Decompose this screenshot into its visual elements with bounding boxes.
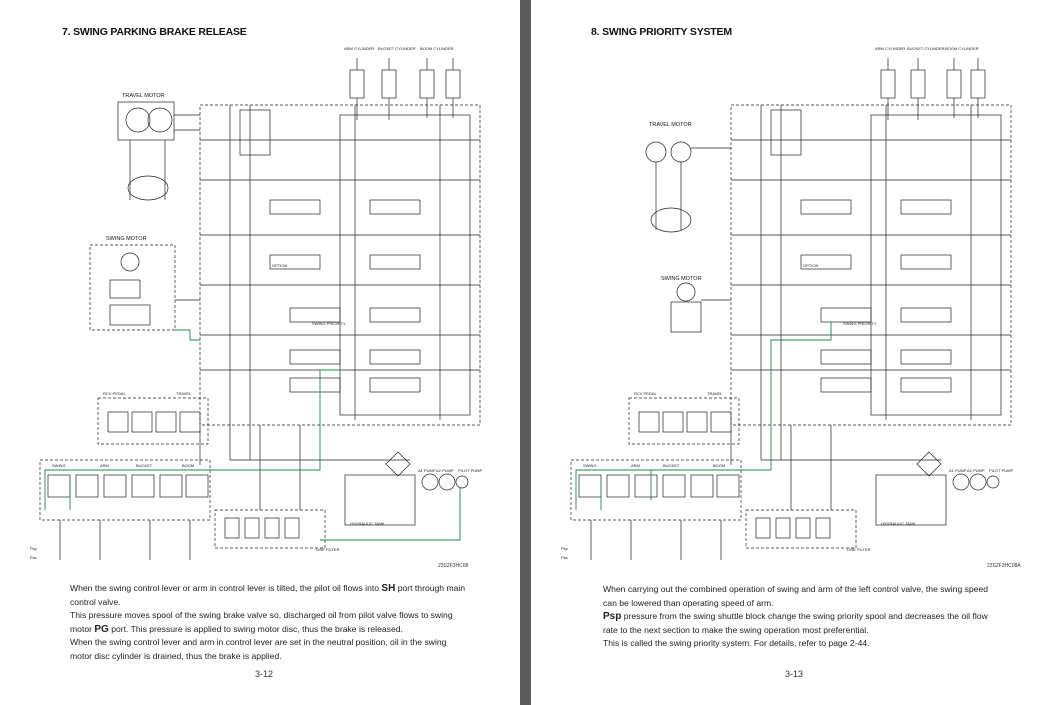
swing-priority-label: SWING PRIORITY <box>312 321 346 326</box>
pss-label: Pss <box>30 555 37 560</box>
page-number: 3-12 <box>255 669 274 679</box>
paragraph: This is called the swing priority system… <box>603 637 1003 651</box>
travel-motor-label: TRAVEL MOTOR <box>122 93 165 99</box>
hydraulic-circuit-diagram: TRAVEL MOTOR SWING MOTOR ARM CYLINDER BU… <box>561 46 1013 560</box>
pilot-pump-label: PILOT PUMP <box>989 468 1013 473</box>
swing-motor-label: SWING MOTOR <box>106 236 147 242</box>
left-page: 7. SWING PARKING BRAKE RELEASE <box>0 0 520 705</box>
swing-motor-label: SWING MOTOR <box>661 276 702 282</box>
port-label: PG <box>94 623 109 635</box>
line-filter-label: LINE FILTER <box>316 547 340 552</box>
text-run: pressure from the swing shuttle block ch… <box>603 611 988 635</box>
boom-cylinder-label: BOOM CYLINDER <box>945 46 979 51</box>
a1-pump-label: A1 PUMP <box>949 468 967 473</box>
travel-label: TRAVEL <box>707 391 723 396</box>
page-gutter <box>520 0 531 705</box>
option-label: OPTION <box>803 263 818 268</box>
swing-label: SWING <box>52 463 66 468</box>
arm-cylinder-label: ARM CYLINDER <box>875 46 905 51</box>
swing-label: SWING <box>583 463 597 468</box>
boom-cylinder-label: BOOM CYLINDER <box>420 46 454 51</box>
text-run: When the swing control lever or arm in c… <box>70 583 382 593</box>
paragraph: Psp pressure from the swing shuttle bloc… <box>603 610 1003 637</box>
a2-pump-label: A2 PUMP <box>967 468 985 473</box>
paragraph: When the swing control lever and arm in … <box>70 636 470 663</box>
drawing-code: 23S2F3HC08A <box>987 563 1021 569</box>
arm-label: ARM <box>100 463 109 468</box>
hydraulic-tank-label: HYDRAULIC TANK <box>881 521 916 526</box>
port-label: SH <box>381 583 396 594</box>
boom-label: BOOM <box>182 463 194 468</box>
a2-pump-label: A2 PUMP <box>436 468 454 473</box>
page-number: 3-13 <box>785 669 804 679</box>
travel-motor-label: TRAVEL MOTOR <box>649 122 692 128</box>
bucket-cylinder-label: BUCKET CYLINDER <box>907 46 945 51</box>
body-text: When carrying out the combined operation… <box>603 583 1003 651</box>
bucket-cylinder-label: BUCKET CYLINDER <box>378 46 416 51</box>
hydraulic-circuit-diagram: TRAVEL MOTOR SWING MOTOR ARM CYLINDER BU… <box>30 46 482 560</box>
page-title: 8. SWING PRIORITY SYSTEM <box>591 26 732 38</box>
swing-priority-label: SWING PRIORITY <box>843 321 877 326</box>
port-label: Psp <box>603 611 622 623</box>
right-page: 8. SWING PRIORITY SYSTEM <box>531 0 1053 705</box>
a1-pump-label: A1 PUMP <box>418 468 436 473</box>
rcv-pedal-label: RCV PEDAL <box>634 391 657 396</box>
hydraulic-tank-label: HYDRAULIC TANK <box>350 521 385 526</box>
rcv-pedal-label: RCV PEDAL <box>103 391 126 396</box>
text-run: This pressure moves spool of the swing b… <box>70 610 453 634</box>
psp-label: Psp <box>30 546 38 551</box>
paragraph: When carrying out the combined operation… <box>603 583 1003 610</box>
text-run: port through main control valve. <box>70 583 466 607</box>
travel-label: TRAVEL <box>176 391 192 396</box>
text-run: This is called the swing priority system… <box>603 638 870 649</box>
paragraph: This pressure moves spool of the swing b… <box>70 609 470 636</box>
line-filter-label: LINE FILTER <box>847 547 871 552</box>
bucket-label: BUCKET <box>663 463 680 468</box>
text-run: When the swing control lever and arm in … <box>70 637 447 661</box>
psp-label: Psp <box>561 546 569 551</box>
pss-label: Pss <box>561 555 568 560</box>
text-run: port. This pressure is applied to swing … <box>108 623 403 634</box>
pilot-pump-label: PILOT PUMP <box>458 468 482 473</box>
option-label: OPTION <box>272 263 287 268</box>
page-title: 7. SWING PARKING BRAKE RELEASE <box>62 26 247 38</box>
text-run: When carrying out the combined operation… <box>603 584 989 608</box>
drawing-code: 23S2F3HC08 <box>438 563 469 569</box>
paragraph: When the swing control lever or arm in c… <box>70 582 470 609</box>
bucket-label: BUCKET <box>136 463 153 468</box>
boom-label: BOOM <box>713 463 725 468</box>
arm-cylinder-label: ARM CYLINDER <box>344 46 374 51</box>
arm-label: ARM <box>631 463 640 468</box>
body-text: When the swing control lever or arm in c… <box>70 582 470 664</box>
